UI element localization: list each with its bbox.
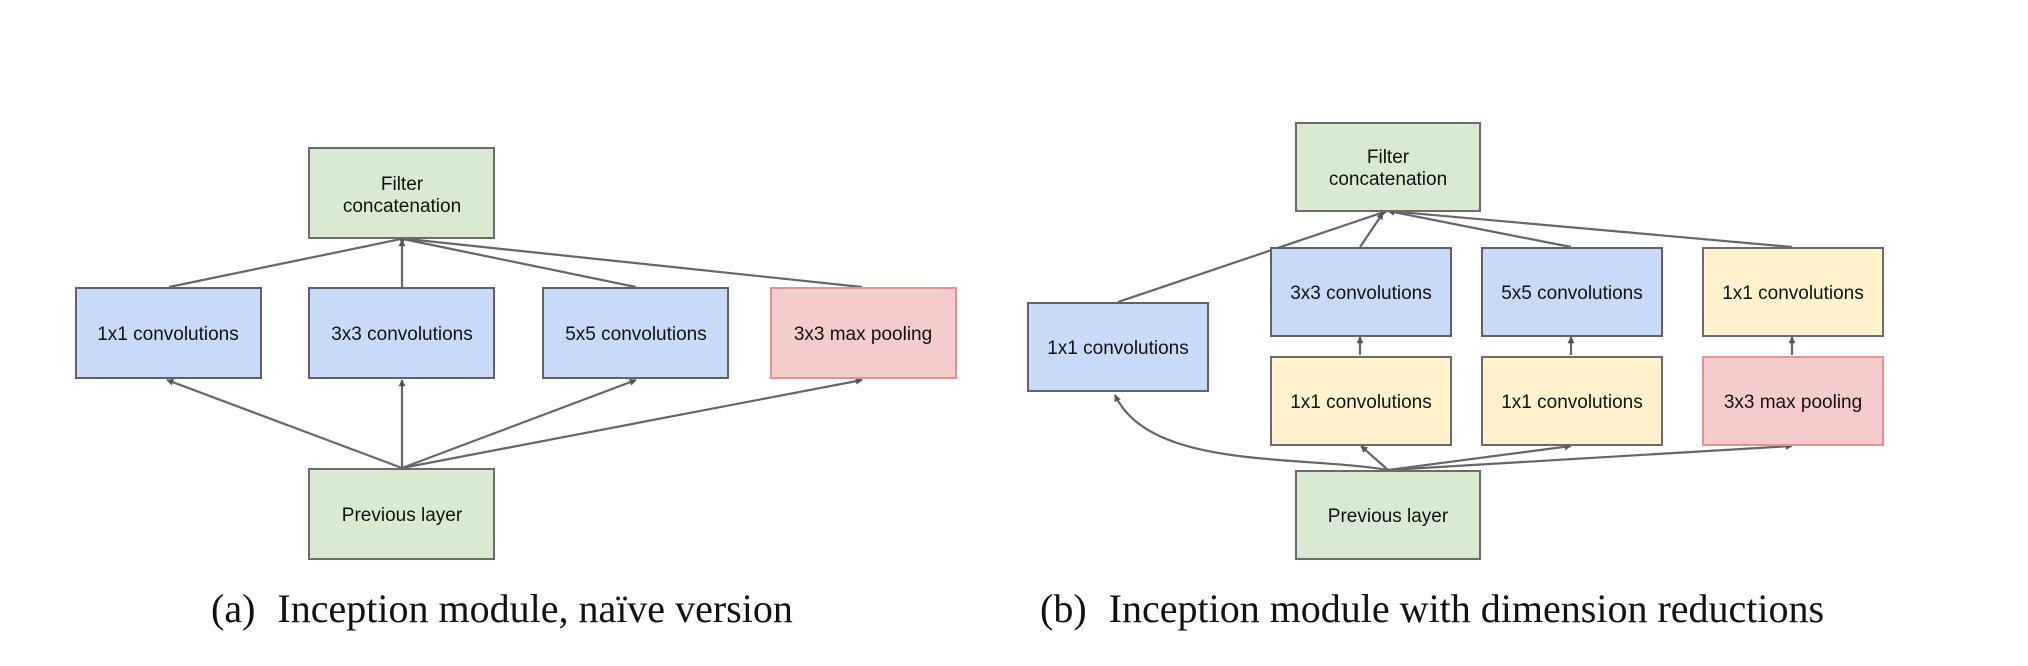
- a-conv3x3-node: 3x3 convolutions: [308, 287, 495, 379]
- a-caption-tag: (a): [211, 586, 255, 631]
- edge-a-prev-to-conv1x1: [166, 378, 403, 470]
- b-previous-layer-node: Previous layer: [1295, 470, 1481, 560]
- b-reduce5x5-label: 1x1 convolutions: [1501, 392, 1643, 413]
- edge-b-conv1x1pool-to-concat: [1387, 208, 1793, 249]
- b-caption-tag: (b): [1040, 586, 1087, 631]
- diagram-b: Filter concatenation 3x3 convolutions 5x…: [1027, 122, 1884, 631]
- b-conv1x1-after-pool-node: 1x1 convolutions: [1702, 247, 1884, 337]
- b-filter-concatenation-line2: concatenation: [1329, 169, 1447, 190]
- a-caption-text: Inception module, naïve version: [277, 586, 792, 631]
- edge-a-prev-to-conv5x5: [401, 378, 637, 470]
- a-conv1x1-node: 1x1 convolutions: [75, 287, 262, 379]
- b-conv1x1-direct-label: 1x1 convolutions: [1047, 338, 1189, 359]
- a-filter-concatenation-node: Filter concatenation: [308, 147, 495, 239]
- b-conv3x3-label: 3x3 convolutions: [1290, 283, 1432, 304]
- edge-b-prev-to-maxpool: [1387, 442, 1793, 472]
- edge-b-conv5x5-to-concat: [1387, 208, 1572, 249]
- b-caption: (b) Inception module with dimension redu…: [1040, 586, 1824, 631]
- b-conv5x5-node: 5x5 convolutions: [1481, 247, 1663, 337]
- a-maxpool-label: 3x3 max pooling: [794, 324, 932, 345]
- edge-b-conv1x1direct-to-concat: [1117, 209, 1388, 304]
- a-conv3x3-label: 3x3 convolutions: [331, 324, 473, 345]
- b-filter-concatenation-node: Filter concatenation: [1295, 122, 1481, 212]
- b-conv3x3-node: 3x3 convolutions: [1270, 247, 1452, 337]
- edge-a-conv5x5-to-concat: [397, 235, 637, 289]
- diagram-a-edges: [166, 235, 863, 470]
- a-conv5x5-node: 5x5 convolutions: [542, 287, 729, 379]
- b-maxpool-label: 3x3 max pooling: [1724, 392, 1862, 413]
- diagram-b-edges: [1114, 208, 1796, 472]
- a-filter-concatenation-line1: Filter: [381, 174, 424, 195]
- edge-a-conv1x1-to-concat: [168, 235, 407, 289]
- b-reduce5x5-node: 1x1 convolutions: [1481, 356, 1663, 446]
- a-caption: (a) Inception module, naïve version: [211, 586, 793, 631]
- b-conv5x5-label: 5x5 convolutions: [1501, 283, 1643, 304]
- edge-b-prev-to-reduce5x5: [1387, 443, 1572, 472]
- a-conv1x1-label: 1x1 convolutions: [97, 324, 239, 345]
- b-conv1x1-after-pool-label: 1x1 convolutions: [1722, 283, 1864, 304]
- b-filter-concatenation-line1: Filter: [1367, 147, 1410, 168]
- b-caption-text: Inception module with dimension reductio…: [1109, 586, 1824, 631]
- edge-b-prev-to-reduce3x3: [1360, 445, 1389, 471]
- edge-b-conv3x3-to-concat: [1359, 212, 1384, 248]
- a-maxpool-node: 3x3 max pooling: [770, 287, 957, 379]
- b-reduce3x3-label: 1x1 convolutions: [1290, 392, 1432, 413]
- a-previous-layer-node: Previous layer: [308, 468, 495, 560]
- edge-b-prev-to-conv1x1direct: [1114, 394, 1389, 472]
- a-conv5x5-label: 5x5 convolutions: [565, 324, 707, 345]
- b-maxpool-node: 3x3 max pooling: [1702, 356, 1884, 446]
- b-reduce3x3-node: 1x1 convolutions: [1270, 356, 1452, 446]
- diagram-a: Filter concatenation 1x1 convolutions 3x…: [75, 147, 957, 631]
- edge-a-prev-to-maxpool: [401, 377, 863, 470]
- b-conv1x1-direct-node: 1x1 convolutions: [1027, 302, 1209, 392]
- b-previous-layer-label: Previous layer: [1328, 506, 1449, 527]
- a-filter-concatenation-line2: concatenation: [343, 196, 461, 217]
- edge-a-maxpool-to-concat: [397, 235, 863, 289]
- a-previous-layer-label: Previous layer: [342, 505, 463, 526]
